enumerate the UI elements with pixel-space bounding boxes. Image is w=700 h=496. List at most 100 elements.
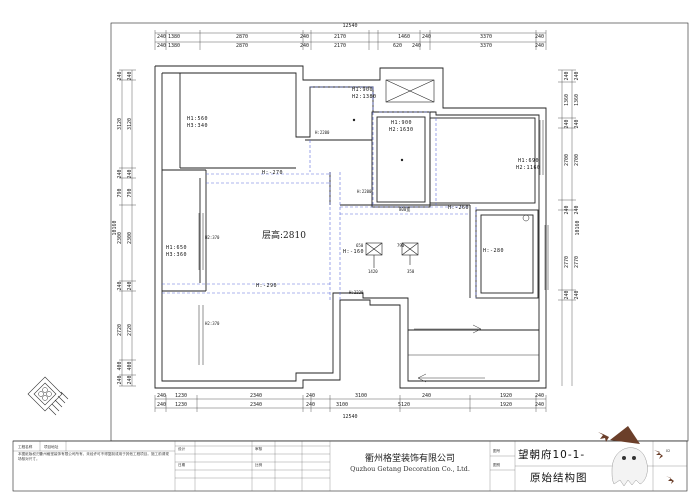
bot2-dim-5: 3100 — [336, 402, 348, 408]
top-dim-2: 1380 — [168, 34, 180, 40]
left2-dim-9: 240 — [127, 375, 133, 384]
left2-dim-1: 240 — [127, 71, 133, 80]
sheet-border — [110, 22, 689, 442]
room4-h2: H2:1160 — [516, 165, 541, 171]
left-dim-2: 3120 — [117, 118, 123, 130]
win-height-a: H:2200 — [315, 130, 330, 135]
left-dim-9: 240 — [117, 375, 123, 384]
top-dimensions: 12540 240 1380 2870 240 2170 1460 240 33… — [154, 23, 547, 50]
right2-dim-6: 2770 — [574, 256, 580, 268]
top-dim-8: 3370 — [480, 34, 492, 40]
left-dim-6: 240 — [117, 281, 123, 290]
left-total-dim: 10160 — [112, 220, 118, 235]
bot2-dim-1: 240 — [157, 402, 166, 408]
room3-h2: H2:1630 — [389, 127, 414, 133]
page-number: 02 — [666, 449, 671, 453]
right2-dim-7: 240 — [574, 290, 580, 299]
top-dim-6: 1460 — [398, 34, 410, 40]
left-dim-5: 2300 — [117, 232, 123, 244]
project-title: 望朝府10-1- — [518, 448, 585, 461]
top-dim-9: 240 — [535, 34, 544, 40]
tb-cell-4: 审核 — [255, 446, 263, 451]
top-dim-3: 2870 — [236, 34, 248, 40]
tb-cell-3: 设计 — [178, 446, 186, 451]
top2-dim-8: 3370 — [480, 43, 492, 49]
tb-cell-1: 工程名称 — [18, 444, 33, 449]
drawing-title: 原始结构图 — [530, 471, 588, 484]
tb-cell-2: 项目地址 — [44, 444, 59, 449]
tb-cell-7: 图号 — [493, 448, 501, 453]
left2-dim-5: 2300 — [127, 232, 133, 244]
right2-dim-4: 2700 — [574, 154, 580, 166]
room2-h2: H2:1380 — [352, 94, 377, 100]
room5-h2: H3:360 — [166, 252, 187, 258]
right-dim-6: 2770 — [564, 256, 570, 268]
left-dim-4: 790 — [117, 188, 123, 197]
ghost-mascot-icon — [598, 426, 674, 487]
top2-dim-7: 240 — [412, 43, 421, 49]
room3-h1: H1:900 — [391, 120, 412, 126]
right-dim-7: 240 — [564, 290, 570, 299]
beam-label-2: H:-260 — [448, 205, 469, 211]
left-dimensions: 10160 240 3120 240 790 2300 240 2720 400… — [112, 69, 136, 387]
room1-h1: H1:560 — [187, 116, 208, 122]
bot-dim-2: 1230 — [175, 393, 187, 399]
title-block-note: 本图纸版权归衢州格堂装饰有限公司所有，未经许可不得复制或用于其他工程项目。施工前… — [18, 452, 169, 461]
right-dim-1: 240 — [564, 71, 570, 80]
right2-dim-3: 240 — [574, 119, 580, 128]
beam-label-3: H:-160 — [343, 249, 364, 255]
left2-dim-2: 3120 — [127, 118, 133, 130]
pipe-label-a: 650 — [356, 243, 364, 248]
left2-dim-4: 790 — [127, 188, 133, 197]
title-block: 工程名称 项目地址 设计 审核 日期 比例 图号 图别 本图纸版权归衢州格堂装饰… — [12, 440, 688, 492]
top-dim-1: 240 — [157, 34, 166, 40]
room2-h1: H1:900 — [352, 87, 373, 93]
win-height-d: H2:370 — [205, 235, 220, 240]
win-height-e: H2:370 — [205, 321, 220, 326]
beam-lines — [162, 86, 477, 300]
walls — [154, 65, 547, 389]
top2-dim-6: 620 — [393, 43, 402, 49]
company-name-en: Quzhou Getang Decoration Co., Ltd. — [350, 465, 470, 473]
tb-cell-6: 比例 — [255, 462, 263, 467]
right-dim-2: 1360 — [564, 94, 570, 106]
left2-dim-6: 240 — [127, 281, 133, 290]
left-dim-8: 400 — [117, 361, 123, 370]
room5-h1: H1:650 — [166, 245, 187, 251]
room4-h1: H1:690 — [518, 158, 539, 164]
top-dim-7: 240 — [422, 34, 431, 40]
right2-dim-5: 240 — [574, 205, 580, 214]
beam-label-4: H:-280 — [483, 248, 504, 254]
right-dim-3: 240 — [564, 119, 570, 128]
room1-h2: H3:340 — [187, 123, 208, 129]
beam-label-5: H:-290 — [256, 283, 277, 289]
bot-dim-8: 240 — [535, 393, 544, 399]
top2-dim-2: 1380 — [168, 43, 180, 49]
stair-arrows — [408, 324, 539, 383]
left-dim-1: 240 — [117, 71, 123, 80]
compass-logo-icon — [27, 376, 69, 416]
bot-dim-3: 2340 — [250, 393, 262, 399]
bot-dim-4: 240 — [306, 393, 315, 399]
top2-dim-3: 2870 — [236, 43, 248, 49]
left2-dim-3: 240 — [127, 169, 133, 178]
top2-dim-4: 240 — [300, 43, 309, 49]
top-dim-4: 240 — [300, 34, 309, 40]
left2-dim-7: 2720 — [127, 324, 133, 336]
bot2-dim-6: 5120 — [398, 402, 410, 408]
right-dimensions: 10160 240 1360 240 2700 240 2770 240 240… — [558, 69, 581, 386]
right-dim-4: 2700 — [564, 154, 570, 166]
tb-cell-8: 图别 — [493, 462, 501, 467]
bot-dim-7: 1920 — [500, 393, 512, 399]
beam-label-1: H:-270 — [262, 170, 283, 176]
bot2-dim-3: 2340 — [250, 402, 262, 408]
bot2-dim-4: 240 — [306, 402, 315, 408]
ventilation-shaft-icon — [385, 79, 435, 103]
pipe-label-c: 790 — [397, 243, 405, 248]
bottom-dimensions: 12540 240 1230 2340 240 3100 240 1920 24… — [154, 393, 547, 420]
top2-dim-9: 240 — [535, 43, 544, 49]
right2-dim-1: 240 — [574, 71, 580, 80]
tb-cell-5: 日期 — [178, 462, 186, 467]
bot2-dim-7: 1920 — [500, 402, 512, 408]
